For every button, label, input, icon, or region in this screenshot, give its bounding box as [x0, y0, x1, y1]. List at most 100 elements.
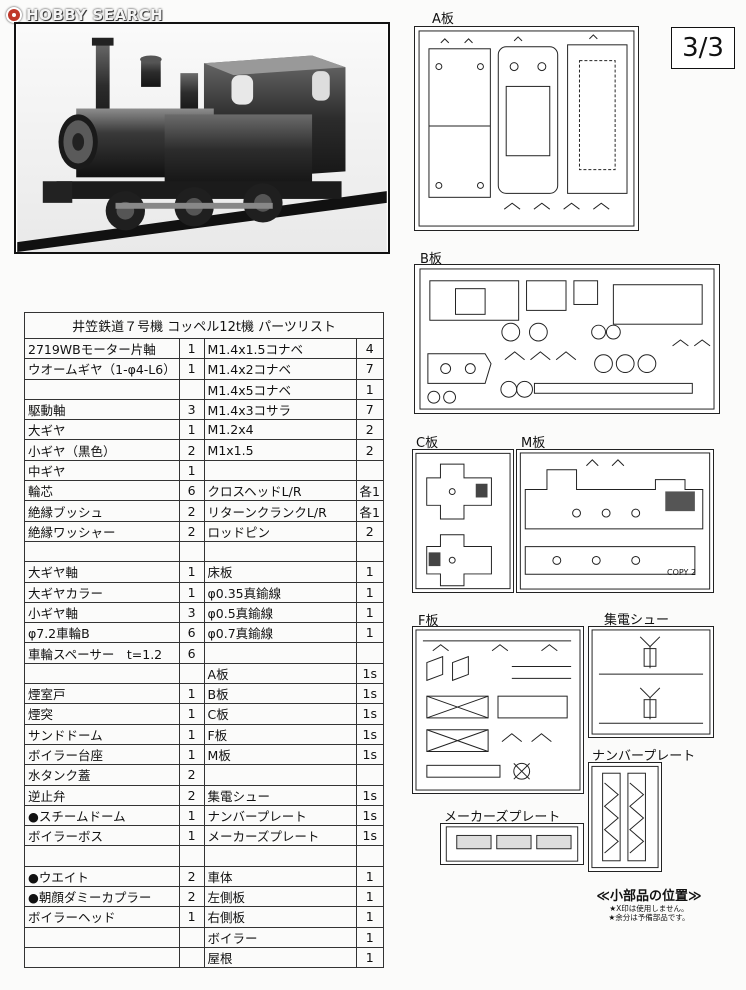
legend-note-spare: ★余分は予備部品です。: [608, 913, 690, 922]
sheet-m-drawing: COPY 2: [516, 449, 714, 593]
part-name-right: 右側板: [203, 906, 357, 928]
part-name-left: [24, 946, 180, 969]
part-qty-right: 1: [355, 561, 385, 583]
part-qty-left: 1: [178, 703, 205, 725]
part-name-left: ボイラー台座: [24, 743, 180, 766]
part-name-right: φ0.5真鍮線: [203, 601, 357, 624]
part-name-left: ボイラーヘッド: [24, 906, 180, 928]
part-qty-right: 1: [355, 378, 385, 400]
part-name-right: F板: [203, 723, 357, 745]
part-name-right: ボイラー: [203, 926, 357, 948]
parts-row: [24, 540, 385, 563]
part-name-right: 車体: [203, 865, 357, 888]
part-qty-right: 1s: [355, 743, 385, 766]
part-qty-left: 1: [178, 561, 205, 583]
part-qty-left: 1: [178, 337, 205, 360]
part-name-left: 小ギヤ（黒色）: [24, 439, 180, 461]
part-qty-right: 1: [355, 946, 385, 969]
number-plate-drawing: [588, 762, 662, 872]
part-name-left: ●スチームドーム: [24, 804, 180, 827]
page-number: 3/3: [671, 27, 735, 69]
shoe-label: 集電シュー: [604, 613, 670, 628]
part-name-right: [203, 540, 357, 563]
part-name-right: B板: [203, 683, 357, 705]
part-qty-right: 1s: [355, 662, 385, 685]
part-name-right: M1.2x4: [203, 419, 357, 441]
part-name-left: 中ギヤ: [24, 459, 180, 482]
part-qty-left: 2: [178, 500, 205, 522]
sheet-c-drawing: [412, 449, 514, 593]
part-qty-right: 2: [355, 439, 385, 461]
part-name-right: リターンクランクL/R: [203, 500, 357, 522]
part-name-right: [203, 642, 357, 664]
part-qty-right: [355, 845, 385, 867]
watermark-text: HOBBY SEARCH: [26, 6, 164, 24]
part-name-right: 床板: [203, 561, 357, 583]
part-qty-right: 各1: [355, 480, 385, 502]
part-qty-right: [355, 540, 385, 563]
part-qty-right: 1s: [355, 825, 385, 847]
locomotive-photo: [14, 22, 390, 254]
part-qty-left: 2: [178, 784, 205, 806]
part-name-right: クロスヘッドL/R: [203, 480, 357, 502]
part-name-right: ロッドピン: [203, 520, 357, 542]
parts-row: [24, 845, 385, 867]
part-qty-left: 1: [178, 459, 205, 482]
part-qty-left: 3: [178, 398, 205, 421]
part-name-left: 大ギヤ軸: [24, 561, 180, 583]
part-name-left: 駆動軸: [24, 398, 180, 421]
shoe-drawing: [588, 626, 714, 738]
part-name-left: ボイラーボス: [24, 825, 180, 847]
small-parts-legend: ≪小部品の位置≫ ★X印は使用しません。 ★余分は予備部品です。: [583, 885, 715, 922]
part-name-right: φ0.7真鍮線: [203, 622, 357, 644]
sheet-b-label: B板: [420, 252, 442, 267]
part-name-left: φ7.2車輪B: [24, 622, 180, 644]
part-qty-left: 1: [178, 419, 205, 441]
part-qty-right: 1s: [355, 683, 385, 705]
part-qty-right: [355, 459, 385, 482]
part-name-left: [24, 540, 180, 563]
part-qty-left: 2: [178, 520, 205, 542]
part-qty-left: 6: [178, 480, 205, 502]
part-qty-left: 1: [178, 906, 205, 928]
part-qty-right: [355, 764, 385, 786]
part-name-left: 車輪スペーサー t=1.2: [24, 642, 180, 664]
part-name-left: 小ギヤ軸: [24, 601, 180, 624]
part-qty-left: 1: [178, 581, 205, 603]
part-name-right: 集電シュー: [203, 784, 357, 806]
part-qty-right: 1: [355, 581, 385, 603]
part-qty-left: [178, 845, 205, 867]
part-name-right: M1.4x1.5コナベ: [203, 337, 357, 360]
sheet-f-drawing: [412, 626, 584, 794]
makers-plate-drawing: [440, 823, 584, 865]
part-name-left: 大ギヤ: [24, 419, 180, 441]
part-qty-left: 3: [178, 601, 205, 624]
part-name-left: 逆止弁: [24, 784, 180, 806]
part-qty-right: 1s: [355, 784, 385, 806]
part-name-left: ●ウエイト: [24, 865, 180, 888]
part-qty-right: [355, 642, 385, 664]
part-name-right: M1.4x2コナベ: [203, 358, 357, 380]
part-name-left: ウオームギヤ（1-φ4-L6）: [24, 358, 180, 380]
part-name-left: ●朝顔ダミーカプラー: [24, 886, 180, 908]
